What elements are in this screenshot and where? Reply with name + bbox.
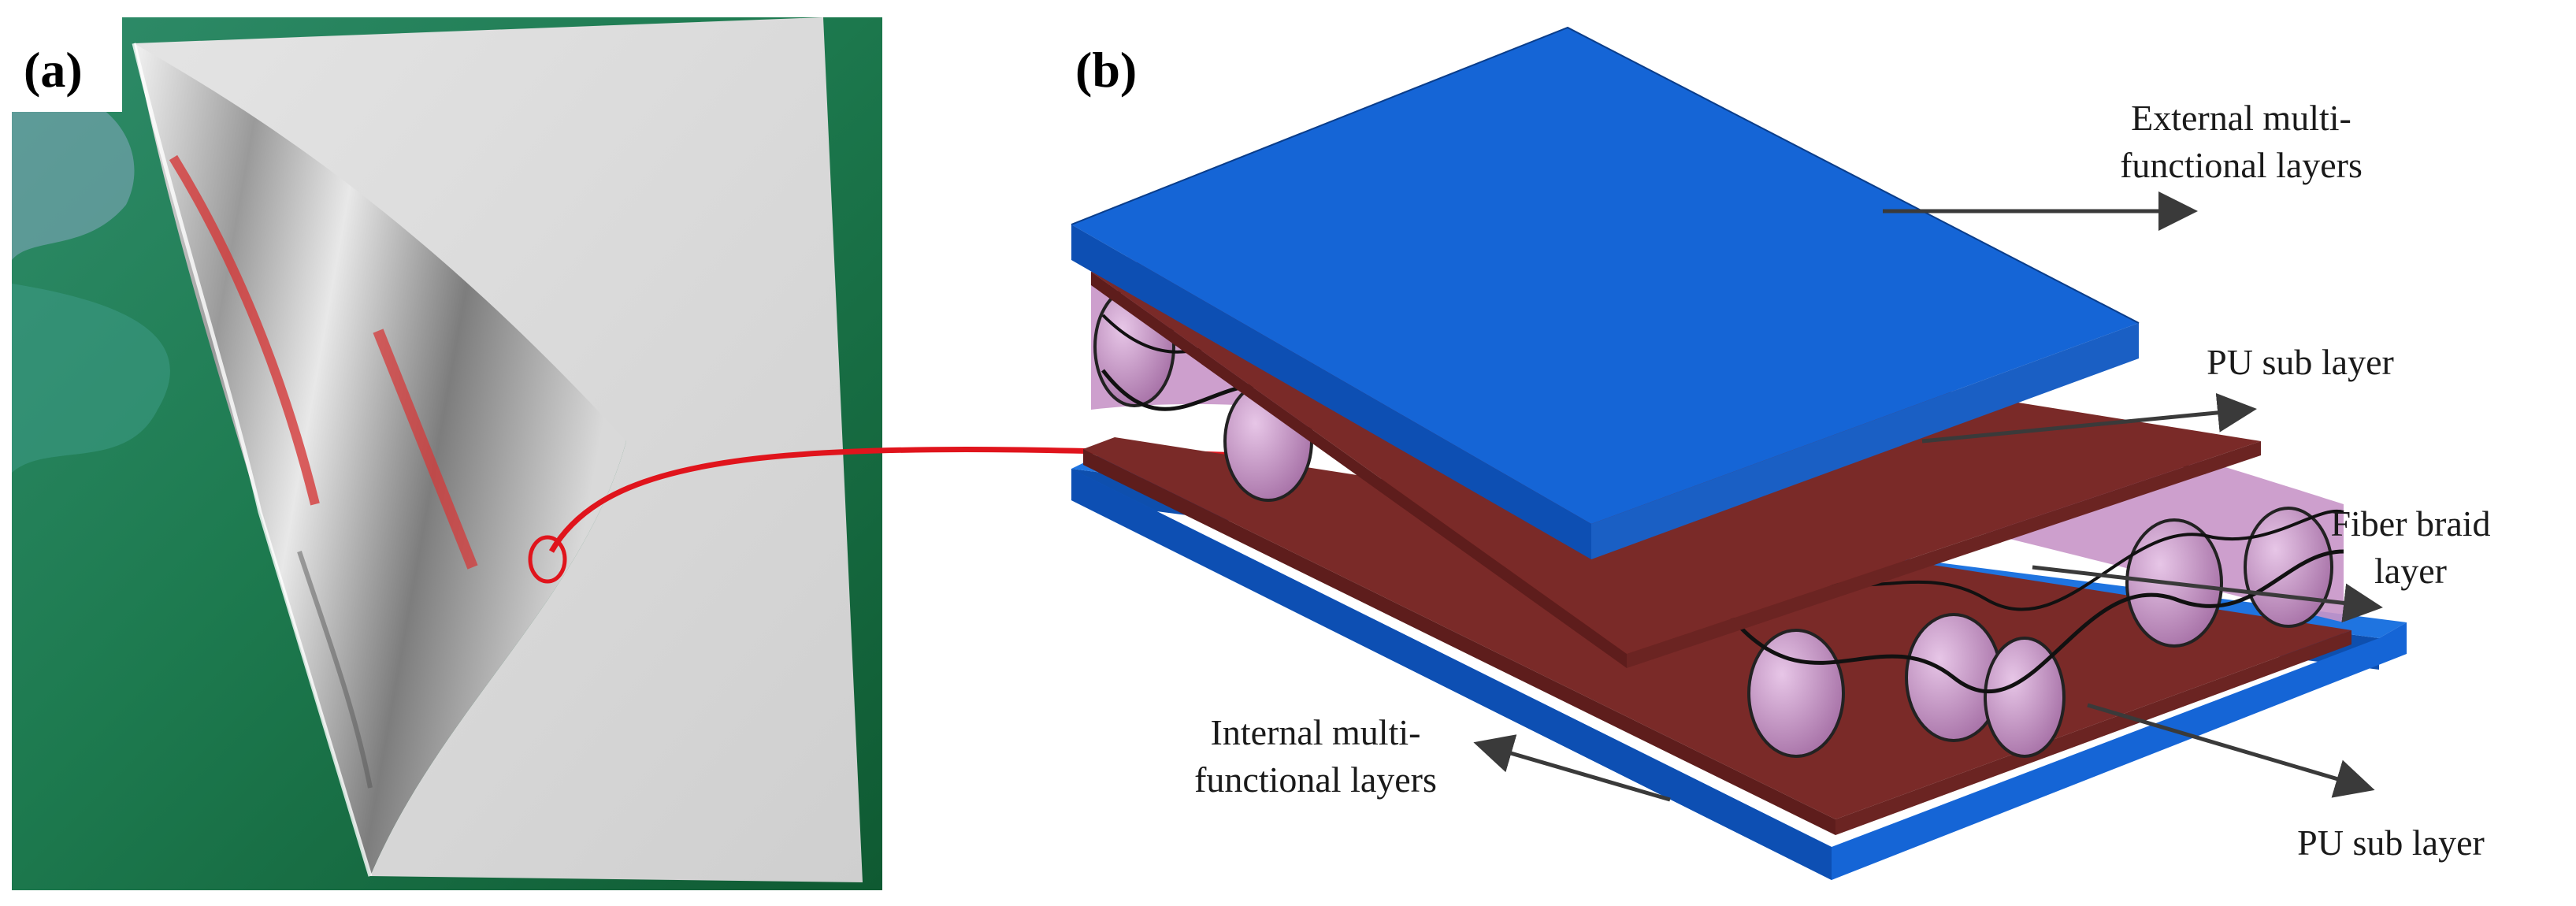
callout-fiber-line2: layer: [2374, 551, 2447, 591]
callout-pu-bottom: PU sub layer: [2087, 703, 2485, 863]
panel-b-diagram: [1071, 26, 2407, 880]
callout-fiber-braid: Fiber braid layer: [2032, 503, 2491, 623]
cloth-highlight: [12, 90, 135, 260]
callout-fiber-line1: Fiber braid: [2330, 503, 2490, 544]
callout-internal-line2: functional layers: [1194, 759, 1437, 800]
arrow-fiber: [2032, 565, 2383, 623]
top-blue-plate: [1071, 26, 2140, 559]
callout-pu-top-line1: PU sub layer: [2207, 342, 2394, 382]
callout-pu-bottom-line1: PU sub layer: [2297, 822, 2485, 863]
panel-a-label-box: [12, 17, 122, 112]
panel-a-photo: (a): [12, 17, 882, 890]
callout-external-line1: External multi-: [2131, 98, 2351, 138]
callout-internal-line1: Internal multi-: [1211, 712, 1421, 752]
callout-external-layers: External multi- functional layers: [1883, 98, 2363, 231]
white-sheet: [134, 17, 863, 882]
arrow-pu-top: [1921, 392, 2257, 444]
panel-a-label: (a): [24, 42, 83, 98]
callout-internal-layers: Internal multi- functional layers: [1194, 712, 1671, 802]
sample-location-circle: [528, 535, 567, 584]
callout-pu-top: PU sub layer: [1921, 342, 2394, 444]
fiber-strand: [1747, 629, 1845, 758]
fiber-strand: [1984, 637, 2066, 758]
fiber-strand: [2244, 507, 2333, 628]
curled-foil: [134, 43, 626, 876]
callout-external-line2: functional layers: [2120, 145, 2363, 185]
arrow-pu-bottom: [2087, 703, 2375, 798]
arrow-internal: [1473, 734, 1671, 802]
panel-b-label: (b): [1075, 42, 1137, 98]
